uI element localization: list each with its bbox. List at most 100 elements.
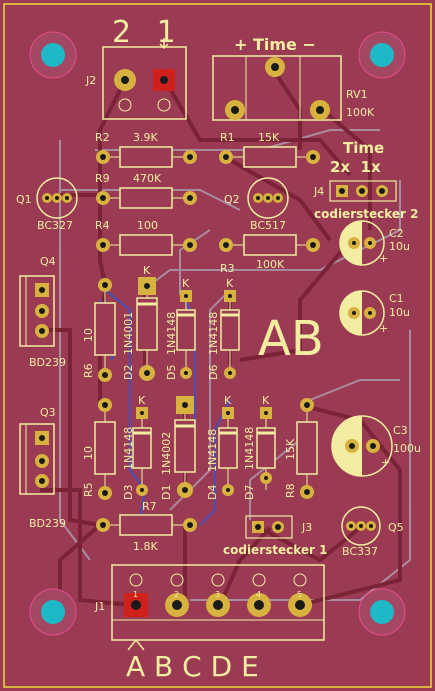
c3-label: C3: [393, 424, 408, 437]
j1-pin-4: 4: [256, 590, 261, 599]
c3-value: 100u: [393, 442, 421, 455]
r4-label: R4: [95, 219, 110, 232]
q4-label: Q4: [40, 255, 56, 268]
r8-value: 15K: [284, 438, 297, 460]
time-options: 2x 1x: [330, 158, 381, 176]
r4-value: 100: [137, 219, 158, 232]
r1-label: R1: [220, 131, 235, 144]
q5-value: BC337: [342, 545, 378, 558]
q1-label: Q1: [16, 193, 32, 206]
mounting-hole-bottom-right: [358, 588, 406, 636]
jumper-j4: [329, 180, 397, 202]
q5-label: Q5: [388, 521, 404, 534]
q1-value: BC327: [37, 219, 73, 232]
time-pot-label: + Time −: [234, 35, 316, 54]
c1-value: 10u: [389, 306, 410, 319]
c2-label: C2: [389, 227, 404, 240]
rv1-label: RV1: [346, 88, 368, 101]
d2-k: K: [143, 264, 151, 277]
resistor-r6: [94, 278, 116, 382]
connector-j2: [102, 38, 187, 120]
r8-label: R8: [284, 483, 297, 498]
j2-pin-numbers: 2 1: [112, 15, 184, 50]
d5-label: D5: [165, 365, 178, 380]
q3-label: Q3: [40, 406, 56, 419]
rv1-value: 100K: [346, 106, 375, 119]
j4-label: J4: [313, 185, 324, 198]
j1-pin-2: 2: [174, 590, 179, 599]
board-title: AB: [258, 311, 324, 367]
j1-pin-1: 1: [133, 590, 138, 599]
connector-j1: [111, 564, 325, 651]
j1-pin-3: 3: [215, 590, 220, 599]
d6-k: K: [226, 277, 234, 290]
c1-plus: +: [379, 322, 388, 335]
c1-label: C1: [389, 292, 404, 305]
diode-d4: [218, 407, 238, 496]
r2-label: R2: [95, 131, 110, 144]
d2-label: D2: [122, 365, 135, 380]
codierstecker1-label: codierstecker 1: [223, 543, 328, 557]
r3-label: R3: [220, 262, 235, 275]
resistor-r9: [96, 187, 197, 209]
resistor-r2: [96, 146, 197, 168]
r2-value: 3.9K: [133, 131, 158, 144]
r5-label: R5: [82, 482, 95, 497]
mounting-holes: [29, 31, 406, 636]
diode-d1: [174, 396, 196, 498]
resistor-r7: [96, 514, 197, 536]
resistor-r3: [219, 234, 320, 256]
capacitor-c1: [339, 290, 385, 336]
resistor-r5: [94, 398, 116, 500]
r6-label: R6: [82, 363, 95, 378]
c2-plus: +: [379, 252, 388, 265]
board-edge: [3, 3, 432, 688]
transistor-q4: [19, 275, 55, 347]
diode-d2: [136, 277, 158, 381]
resistor-r1: [219, 146, 320, 168]
mounting-hole-top-left: [29, 31, 77, 79]
r5-value: 10: [82, 446, 95, 460]
d5-value: 1N4148: [165, 312, 178, 355]
resistor-r4: [96, 234, 197, 256]
r1-value: 15K: [258, 131, 280, 144]
d5-k: K: [182, 277, 190, 290]
diode-d3: [132, 407, 152, 496]
q4-value: BD239: [29, 356, 66, 369]
r7-value: 1.8K: [133, 540, 158, 553]
d4-value: 1N4148: [206, 429, 219, 472]
d4-k: K: [224, 394, 232, 407]
d4-label: D4: [206, 485, 219, 500]
j1-label: J1: [94, 600, 105, 613]
r3-value: 100K: [256, 258, 285, 271]
q3-value: BD239: [29, 517, 66, 530]
time-label: Time: [343, 139, 384, 157]
diode-d5: [176, 290, 196, 379]
diode-d6: [220, 290, 240, 379]
potentiometer-rv1: [212, 55, 342, 121]
capacitor-c3: [331, 415, 393, 477]
d7-label: D7: [243, 485, 256, 500]
j1-pin-5: 5: [297, 590, 302, 599]
d7-k: K: [262, 394, 270, 407]
d3-value: 1N4148: [122, 427, 135, 470]
mounting-hole-bottom-left: [29, 588, 77, 636]
resistor-r8: [296, 398, 318, 499]
diode-d7: [256, 407, 276, 490]
q2-label: Q2: [224, 193, 240, 206]
transistor-q1: [36, 177, 78, 219]
r9-value: 470K: [133, 172, 162, 185]
capacitor-c2: [339, 220, 385, 266]
d7-value: 1N4148: [243, 427, 256, 470]
c3-plus: +: [381, 456, 390, 469]
r9-label: R9: [95, 172, 110, 185]
j1-pin-letters: A B C D E: [126, 650, 259, 683]
d3-label: D3: [122, 485, 135, 500]
d6-value: 1N4148: [207, 312, 220, 355]
r6-value: 10: [82, 328, 95, 342]
transistor-q2: [247, 177, 289, 219]
r7-label: R7: [142, 500, 157, 513]
q2-value: BC517: [250, 219, 286, 232]
mounting-hole-top-right: [358, 31, 406, 79]
